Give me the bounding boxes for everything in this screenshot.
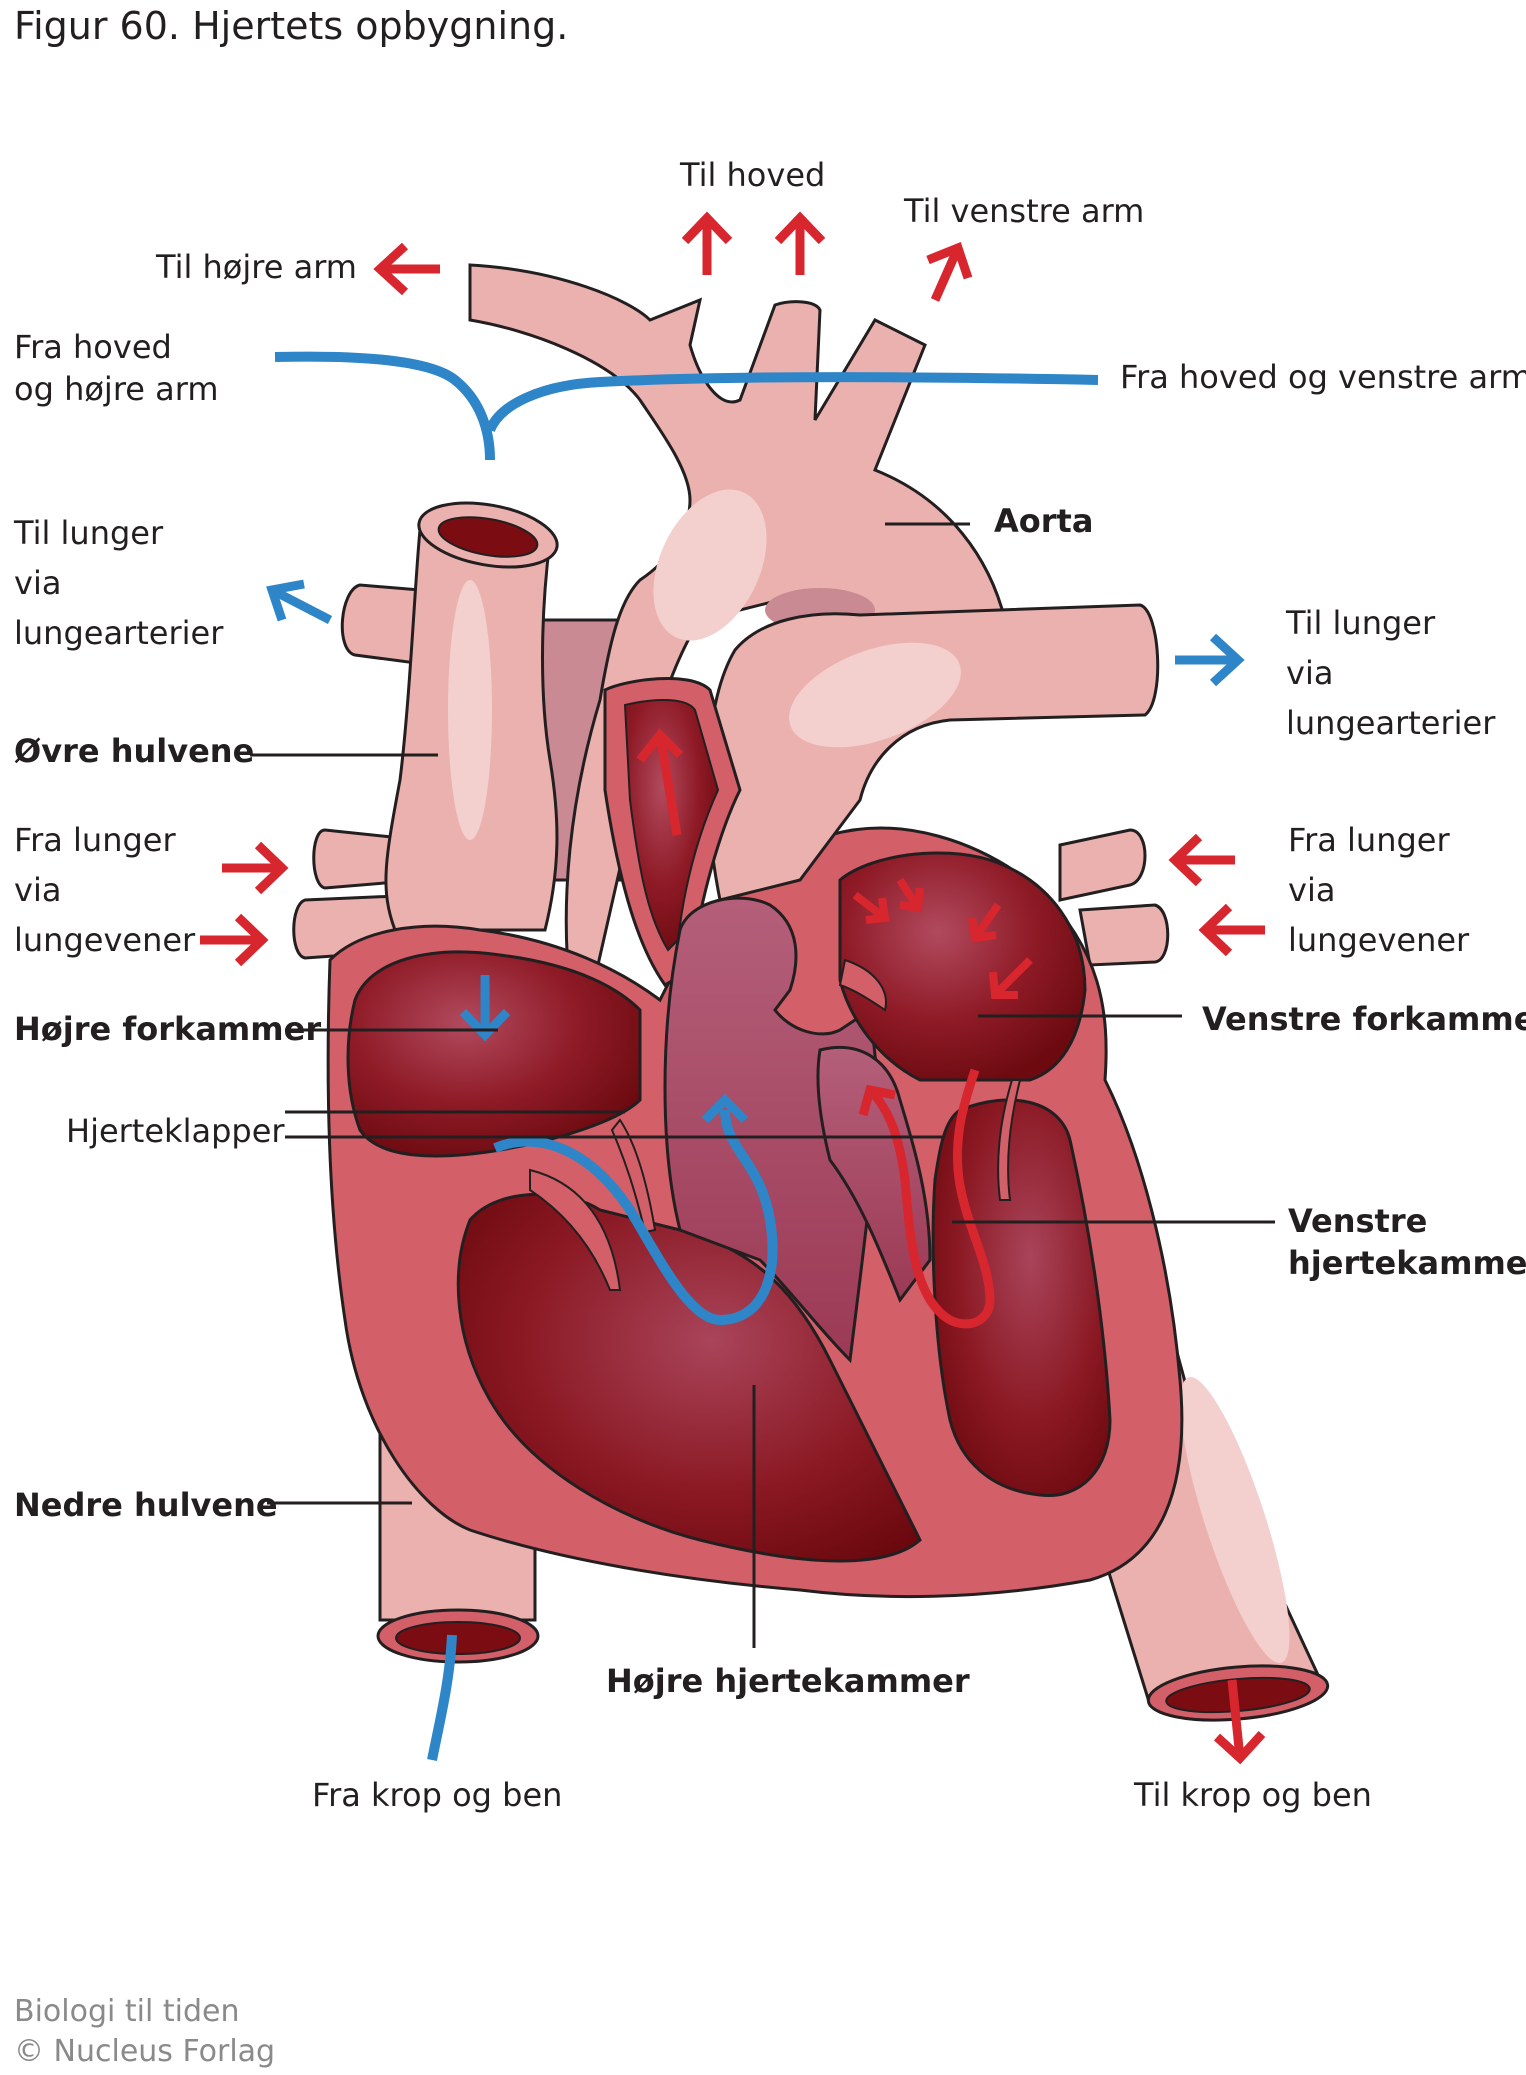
label-aorta: Aorta (994, 502, 1094, 540)
label-venstre-forkammer: Venstre forkammer (1202, 1000, 1526, 1038)
label-fra-lunger-right-3: lungevener (1288, 921, 1470, 959)
arrow-right-ventricle-up (701, 1093, 749, 1124)
blue-flow-from-head-left (485, 372, 1099, 433)
label-fra-hoved-hojre-line2: og højre arm (14, 370, 219, 408)
arrow-right-atrium-down (459, 975, 511, 1042)
label-til-venstre-arm: Til venstre arm (904, 192, 1145, 230)
label-nedre-hulvene: Nedre hulvene (14, 1486, 278, 1524)
arrow-to-lungs-right (1175, 633, 1245, 687)
arrow-from-lungs-left-2 (200, 913, 269, 967)
blue-flow-from-head-right (274, 351, 495, 461)
label-ovre-hulvene: Øvre hulvene (14, 732, 255, 770)
arrow-to-head-1 (681, 211, 733, 275)
label-hojre-hjertekammer: Højre hjertekammer (606, 1662, 970, 1700)
left-atrium (838, 851, 1087, 1082)
left-ventricle (931, 1098, 1112, 1498)
arrow-to-body (1213, 1679, 1266, 1765)
label-til-hoved: Til hoved (680, 156, 826, 194)
ivc-opening (395, 1621, 521, 1655)
label-fra-lunger-left-3: lungevener (14, 921, 196, 959)
arrow-from-lungs-left-1 (222, 841, 289, 895)
label-til-lunger-right-2: via (1286, 654, 1334, 692)
arrow-to-lungs-left (266, 579, 333, 624)
label-til-krop-og-ben: Til krop og ben (1134, 1776, 1372, 1814)
arrow-to-right-arm (373, 242, 440, 296)
descending-aorta-highlight (1180, 1377, 1290, 1663)
arrow-left-ventricle-flow (858, 1068, 995, 1329)
figure-title: Figur 60. Hjertets opbygning. (14, 4, 569, 48)
label-fra-lunger-left-1: Fra lunger (14, 821, 176, 859)
arrow-to-left-arm (926, 242, 973, 302)
label-til-lunger-left-2: via (14, 564, 62, 602)
tricuspid-valve-flap (529, 1168, 622, 1291)
arrow-from-lungs-right-2 (1198, 903, 1265, 957)
pulmonary-vein-right-lower (1078, 903, 1170, 967)
arrows-left-atrium-in (852, 877, 1033, 999)
label-fra-lunger-right-2: via (1288, 871, 1336, 909)
label-til-lunger-left-3: lungearterier (14, 614, 224, 652)
arrow-aorta-up (636, 728, 684, 836)
footer-book-title: Biologi til tiden (14, 1994, 240, 2029)
mitral-valve-flap (838, 958, 887, 1012)
label-fra-hoved-venstre: Fra hoved og venstre arm (1120, 358, 1526, 396)
label-til-lunger-right-3: lungearterier (1286, 704, 1496, 742)
label-fra-krop-og-ben: Fra krop og ben (312, 1776, 563, 1814)
label-venstre-hjertekammer-line2: hjertekammer (1288, 1244, 1526, 1282)
leader-lines (250, 522, 1275, 1648)
septum-left (816, 1045, 932, 1304)
mitral-valve-flap-2 (997, 1079, 1022, 1201)
label-fra-hoved-hojre-line1: Fra hoved (14, 328, 172, 366)
aorta-highlight (653, 489, 767, 641)
arrow-from-lungs-right-1 (1168, 833, 1235, 887)
label-fra-lunger-right-1: Fra lunger (1288, 821, 1450, 859)
label-til-lunger-right-1: Til lunger (1286, 604, 1436, 642)
label-hojre-forkammer: Højre forkammer (14, 1010, 322, 1048)
blue-flow-from-body (427, 1634, 457, 1761)
label-til-hojre-arm: Til højre arm (156, 248, 357, 286)
right-atrium (346, 950, 642, 1158)
footer-copyright: © Nucleus Forlag (14, 2034, 276, 2069)
pulmonary-vein-right-upper (1058, 828, 1147, 902)
svc-highlight (448, 580, 492, 840)
label-hjerteklapper: Hjerteklapper (66, 1112, 285, 1150)
arrow-to-head-2 (774, 211, 826, 275)
label-til-lunger-left-1: Til lunger (14, 514, 164, 552)
label-venstre-hjertekammer-line1: Venstre (1288, 1202, 1428, 1240)
label-fra-lunger-left-2: via (14, 871, 62, 909)
blue-flow-right-ventricle (493, 1109, 778, 1326)
pulmonary-trunk-highlight (789, 642, 961, 748)
